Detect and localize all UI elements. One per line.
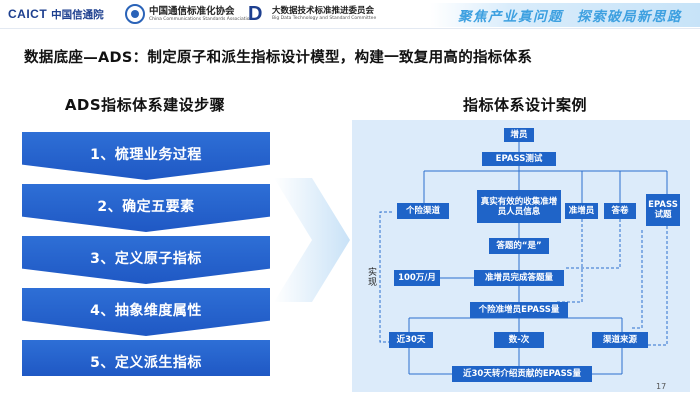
page-number: 17 <box>656 382 667 391</box>
ccsa-name-en: China Communications Standards Associati… <box>149 16 253 22</box>
node-epass-test: EPASS测试 <box>482 152 556 166</box>
header-divider <box>0 28 700 29</box>
caict-logo-word: CAICT <box>8 7 48 21</box>
slide-title: 数据底座—ADS：制定原子和派生指标设计模型，构建一致复用高的指标体系 <box>24 50 533 66</box>
ccsa-logo: 中国通信标准化协会 China Communications Standards… <box>125 4 252 24</box>
step-item: 1、梳理业务过程 <box>22 132 270 180</box>
step-item: 5、定义派生指标 <box>22 340 270 376</box>
transition-arrow-icon <box>274 178 350 302</box>
node-dajuan: 答卷 <box>604 203 636 219</box>
bdc-name-cn: 大数据技术标准推进委员会 <box>272 6 375 16</box>
bdc-logo-icon: D <box>248 3 263 25</box>
node-channel-source: 渠道来源 <box>592 332 648 348</box>
bdc-logo-text: 大数据技术标准推进委员会 Big Data Technology and Sta… <box>272 6 376 22</box>
node-real-info: 真实有效的收集准增员人员信息 <box>477 190 561 223</box>
node-epass-exam: EPASS试题 <box>646 194 680 226</box>
node-zengyuan: 增员 <box>504 128 534 142</box>
node-answer-yes: 答题的“是” <box>489 238 549 254</box>
step-item: 2、确定五要素 <box>22 184 270 232</box>
slogan-banner: 聚焦产业真问题 探索破局新思路 <box>430 3 700 27</box>
ccsa-logo-text: 中国通信标准化协会 China Communications Standards… <box>149 6 252 23</box>
node-geixian-epass: 个险准增员EPASS量 <box>470 302 568 318</box>
node-count: 数-次 <box>494 332 544 348</box>
caict-logo-cn: 中国信通院 <box>51 8 104 21</box>
node-last30: 近30天 <box>389 332 433 348</box>
caict-logo: CAICT 中国信通院 <box>8 5 104 23</box>
ccsa-name-cn: 中国通信标准化协会 <box>149 5 235 17</box>
case-heading: 指标体系设计案例 <box>462 96 587 114</box>
slogan-text-2: 探索破局新思路 <box>577 9 682 25</box>
node-zhunzengyuan: 准增员 <box>565 203 598 219</box>
ccsa-logo-icon <box>125 4 145 24</box>
node-result: 近30天转介绍贡献的EPASS量 <box>452 366 592 382</box>
node-geixian-channel: 个险渠道 <box>397 203 449 219</box>
slogan-text-1: 聚焦产业真问题 <box>458 9 563 25</box>
header-bar: CAICT 中国信通院 中国通信标准化协会 China Communicatio… <box>0 0 700 28</box>
bdc-logo: D 大数据技术标准推进委员会 Big Data Technology and S… <box>248 4 376 24</box>
steps-heading: ADS指标体系建设步骤 <box>64 96 226 114</box>
diagram-connectors <box>379 142 668 375</box>
step-item: 4、抽象维度属性 <box>22 288 270 336</box>
bdc-name-en: Big Data Technology and Standard Committ… <box>272 16 377 21</box>
side-label: 实现 <box>368 268 378 288</box>
node-amount: 100万/月 <box>394 270 440 286</box>
node-completed: 准增员完成答题量 <box>474 270 564 286</box>
step-item: 3、定义原子指标 <box>22 236 270 284</box>
